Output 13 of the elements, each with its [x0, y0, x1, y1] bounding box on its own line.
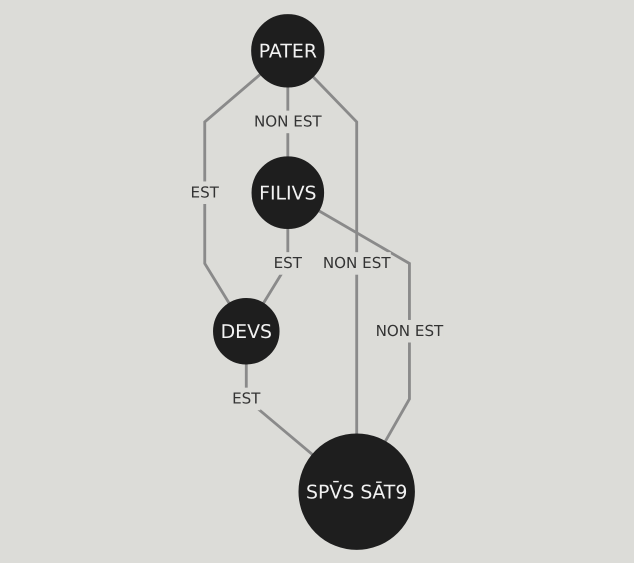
- edge-label: EST: [274, 254, 302, 272]
- edge-label: NON EST: [254, 112, 322, 130]
- edge-label: NON EST: [322, 254, 391, 272]
- node-circle: FILIVS: [252, 156, 324, 229]
- edge-label: EST: [190, 182, 220, 201]
- edge-label: NON EST: [376, 321, 444, 340]
- connector: [318, 209, 411, 442]
- node-circle: PATER: [251, 14, 325, 87]
- connector: [203, 72, 262, 304]
- node-circle: DEVS: [213, 297, 280, 364]
- node-circle: SPV̄S SĀT9: [298, 432, 415, 550]
- edge-label: EST: [232, 389, 261, 407]
- connector: [312, 75, 358, 434]
